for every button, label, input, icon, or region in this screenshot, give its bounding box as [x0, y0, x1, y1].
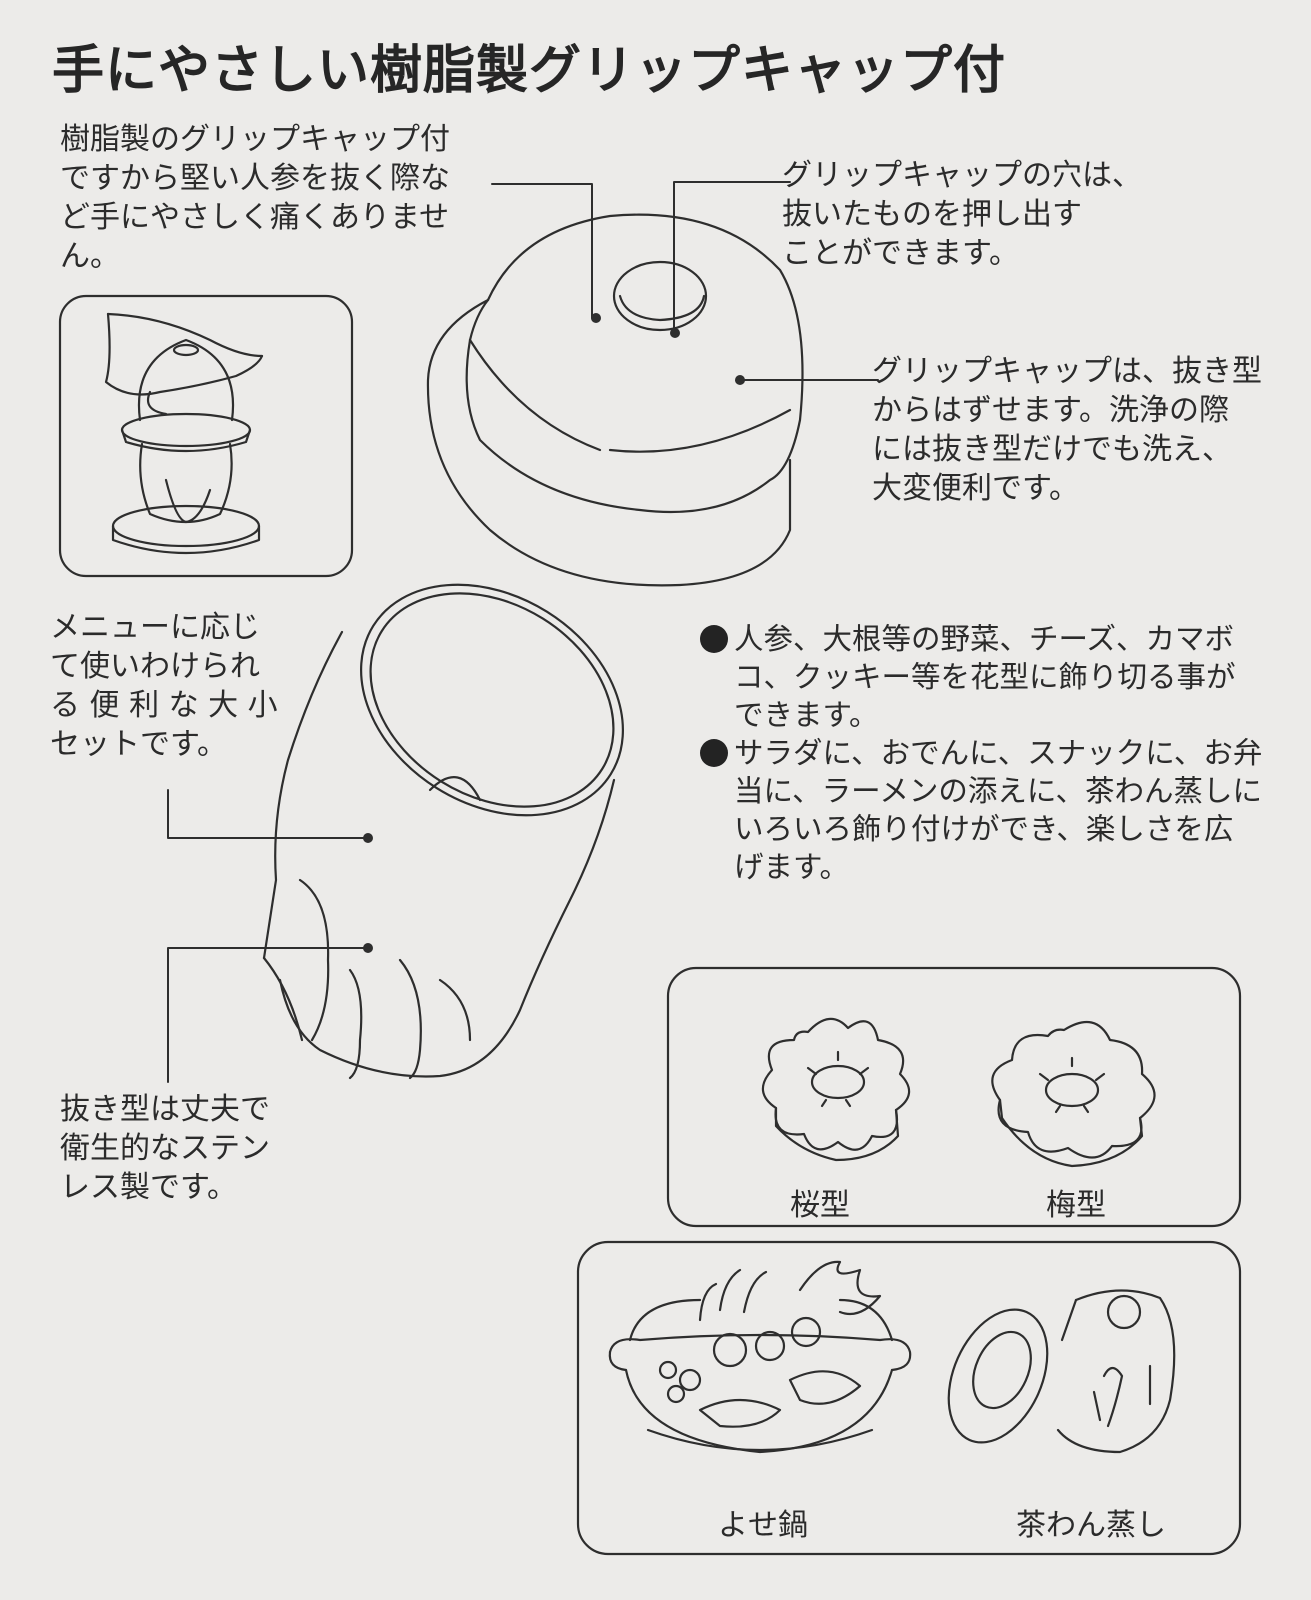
caption-sakura: 桜型: [790, 1188, 850, 1223]
note-grip-cap: 樹脂製のグリップキャップ付 ですから堅い人参を抜く際な ど手にやさしく痛くありま…: [60, 122, 450, 274]
dishes-panel: [576, 1240, 1242, 1556]
shape-types-panel: [666, 966, 1242, 1228]
feature-list: 人参、大根等の野菜、チーズ、カマボ コ、クッキー等を花型に飾り切る事が できます…: [700, 620, 1262, 886]
yosenabe-illustration: [608, 1260, 912, 1454]
sakura-shape-illustration: [761, 1017, 911, 1162]
note-cap-hole: グリップキャップの穴は、 抜いたものを押し出す ことができます。: [782, 158, 1142, 271]
hand-using-cutter-illustration: [58, 294, 354, 578]
chawanmushi-illustration: [947, 1289, 1176, 1454]
bullet-icon: [700, 739, 728, 767]
stainless-cutter-illustration: [262, 583, 624, 1080]
note-removable-cap: グリップキャップは、抜き型 からはずせます。洗浄の際 には抜き型だけでも洗え、 …: [872, 354, 1262, 506]
leader-lines: [167, 181, 879, 1083]
ume-shape-illustration: [991, 1020, 1156, 1168]
feature-item: サラダに、おでんに、スナックに、お弁 当に、ラーメンの添えに、茶わん蒸しに いろ…: [700, 734, 1262, 886]
caption-chawanmushi: 茶わん蒸し: [1016, 1508, 1166, 1543]
note-stainless: 抜き型は丈夫で 衛生的なステン レス製です。: [60, 1092, 270, 1205]
note-menu-set: メニューに応じ て使いわけられ る 便 利 な 大 小 セットです。: [50, 610, 278, 762]
caption-ume: 梅型: [1046, 1188, 1106, 1223]
grip-cap-illustration: [426, 213, 804, 587]
caption-yosenabe: よせ鍋: [718, 1508, 808, 1543]
bullet-icon: [700, 625, 728, 653]
page-title: 手にやさしい樹脂製グリップキャップ付: [52, 41, 1007, 101]
feature-item: 人参、大根等の野菜、チーズ、カマボ コ、クッキー等を花型に飾り切る事が できます…: [700, 620, 1262, 734]
leader-dots: [363, 313, 745, 953]
